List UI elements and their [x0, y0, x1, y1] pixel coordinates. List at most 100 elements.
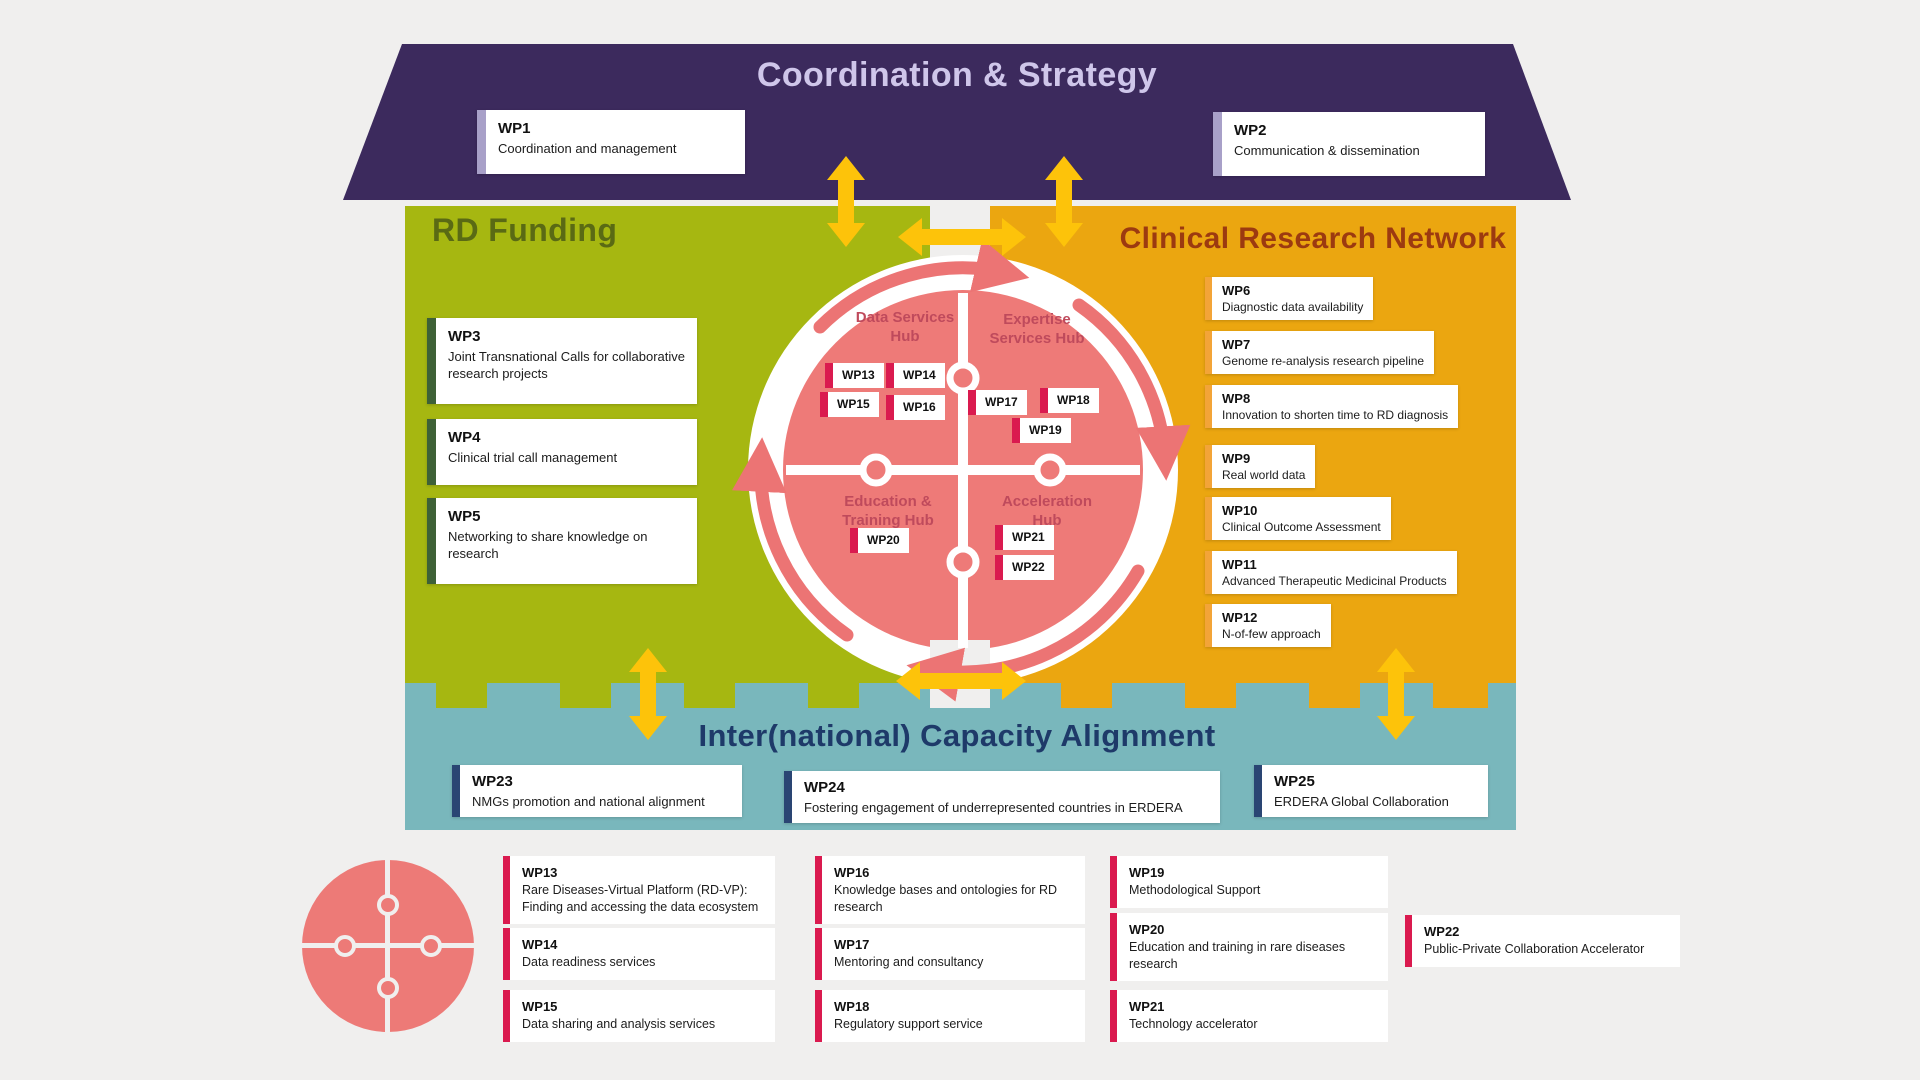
legend-wp14-id: WP14 — [522, 937, 558, 952]
wp1-desc: Coordination and management — [498, 141, 677, 156]
education-hub-line1: Education & — [844, 493, 932, 510]
wp12-id: WP12 — [1222, 610, 1258, 625]
wp6-id: WP6 — [1222, 283, 1251, 298]
legend-wp22-card: WP22 Public-Private Collaboration Accele… — [1405, 915, 1680, 967]
wp24-card: WP24 Fostering engagement of underrepres… — [784, 771, 1220, 823]
legend-wp15-card: WP15 Data sharing and analysis services — [503, 990, 775, 1042]
legend-wp13-card: WP13 Rare Diseases-Virtual Platform (RD-… — [503, 856, 775, 924]
puzzle-circle-icon — [302, 860, 474, 1032]
wp12-card: WP12 N-of-few approach — [1205, 604, 1331, 647]
green-tab — [560, 683, 611, 708]
wp13-chip: WP13 — [825, 363, 884, 388]
wp5-card: WP5 Networking to share knowledge on res… — [427, 498, 697, 584]
wp9-desc: Real world data — [1222, 468, 1306, 482]
wp21-chip: WP21 — [995, 525, 1054, 550]
orange-tab — [1061, 683, 1112, 708]
orange-tab — [1185, 683, 1236, 708]
wp3-id: WP3 — [448, 328, 481, 345]
green-tab — [436, 683, 487, 708]
wp8-desc: Innovation to shorten time to RD diagnos… — [1222, 408, 1449, 422]
wp18-chip: WP18 — [1040, 388, 1099, 413]
wp14-chip: WP14 — [886, 363, 945, 388]
wp20-chip: WP20 — [850, 528, 909, 553]
legend-wp15-desc: Data sharing and analysis services — [522, 1017, 716, 1031]
legend-wp20-desc: Education and training in rare diseases … — [1129, 940, 1346, 971]
wp22-chip: WP22 — [995, 555, 1054, 580]
legend-wp13-id: WP13 — [522, 865, 558, 880]
wp7-id: WP7 — [1222, 337, 1251, 352]
legend-wp19-id: WP19 — [1129, 865, 1165, 880]
acceleration-hub-line2: Hub — [1032, 512, 1062, 529]
rd-funding-title: RD Funding — [432, 212, 618, 248]
legend-wp21-card: WP21 Technology accelerator — [1110, 990, 1388, 1042]
wp1-card: WP1 Coordination and management — [477, 110, 745, 174]
acceleration-hub-label: Acceleration Hub — [962, 492, 1132, 530]
coordination-strategy-title: Coordination & Strategy — [756, 56, 1158, 94]
legend-wp14-desc: Data readiness services — [522, 955, 656, 969]
wp23-id: WP23 — [472, 773, 513, 790]
wp24-desc: Fostering engagement of underrepresented… — [804, 800, 1183, 815]
legend-wp18-desc: Regulatory support service — [834, 1017, 983, 1031]
green-tab — [684, 683, 735, 708]
wp6-card: WP6 Diagnostic data availability — [1205, 277, 1374, 320]
wp12-desc: N-of-few approach — [1222, 627, 1321, 641]
legend-wp14-card: WP14 Data readiness services — [503, 928, 775, 980]
education-training-hub-label: Education & Training Hub — [803, 492, 973, 530]
legend-wp21-desc: Technology accelerator — [1129, 1017, 1258, 1031]
legend-wp22-id: WP22 — [1424, 924, 1460, 939]
wp23-card: WP23 NMGs promotion and national alignme… — [452, 765, 742, 817]
green-tab — [808, 683, 859, 708]
wp9-id: WP9 — [1222, 451, 1251, 466]
wp10-id: WP10 — [1222, 503, 1258, 518]
wp11-desc: Advanced Therapeutic Medicinal Products — [1222, 574, 1447, 588]
wp24-id: WP24 — [804, 779, 845, 796]
wp1-id: WP1 — [498, 120, 531, 137]
wp4-id: WP4 — [448, 429, 481, 446]
legend-wp17-card: WP17 Mentoring and consultancy — [815, 928, 1085, 980]
wp2-desc: Communication & dissemination — [1234, 143, 1420, 158]
wp9-card: WP9 Real world data — [1205, 445, 1316, 488]
wp11-id: WP11 — [1222, 557, 1257, 572]
wp10-desc: Clinical Outcome Assessment — [1222, 520, 1381, 534]
circle-stem — [930, 640, 990, 708]
wp7-desc: Genome re-analysis research pipeline — [1222, 354, 1425, 368]
wp7-card: WP7 Genome re-analysis research pipeline — [1205, 331, 1435, 374]
clinical-research-title: Clinical Research Network — [1119, 222, 1507, 255]
wp19-chip: WP19 — [1012, 418, 1071, 443]
education-hub-line2: Training Hub — [842, 512, 934, 529]
wp5-id: WP5 — [448, 508, 481, 525]
wp5-desc: Networking to share knowledge on researc… — [448, 529, 648, 561]
wp6-desc: Diagnostic data availability — [1222, 300, 1364, 314]
wp3-card: WP3 Joint Transnational Calls for collab… — [427, 318, 697, 404]
wp25-desc: ERDERA Global Collaboration — [1274, 794, 1449, 809]
legend-wp15-id: WP15 — [522, 999, 558, 1014]
legend-wp16-id: WP16 — [834, 865, 870, 880]
wp2-card: WP2 Communication & dissemination — [1213, 112, 1485, 176]
legend-wp20-id: WP20 — [1129, 922, 1165, 937]
wp16-chip: WP16 — [886, 395, 945, 420]
acceleration-hub-line1: Acceleration — [1001, 493, 1093, 510]
legend-wp18-id: WP18 — [834, 999, 870, 1014]
wp23-desc: NMGs promotion and national alignment — [472, 794, 705, 809]
wp11-card: WP11 Advanced Therapeutic Medicinal Prod… — [1205, 551, 1457, 594]
legend-wp17-desc: Mentoring and consultancy — [834, 955, 984, 969]
legend-wp17-id: WP17 — [834, 937, 870, 952]
legend-wp21-id: WP21 — [1129, 999, 1165, 1014]
orange-tab — [1309, 683, 1360, 708]
legend-wp16-card: WP16 Knowledge bases and ontologies for … — [815, 856, 1085, 924]
legend-wp20-card: WP20 Education and training in rare dise… — [1110, 913, 1388, 981]
wp15-chip: WP15 — [820, 392, 879, 417]
expertise-hub-line1: Expertise — [1003, 311, 1071, 328]
wp4-desc: Clinical trial call management — [448, 450, 618, 465]
legend-wp16-desc: Knowledge bases and ontologies for RD re… — [834, 883, 1058, 914]
legend-wp19-card: WP19 Methodological Support — [1110, 856, 1388, 908]
capacity-alignment-title: Inter(national) Capacity Alignment — [698, 718, 1216, 753]
wp2-id: WP2 — [1234, 122, 1267, 139]
wp17-chip: WP17 — [968, 390, 1027, 415]
legend-wp18-card: WP18 Regulatory support service — [815, 990, 1085, 1042]
wp25-card: WP25 ERDERA Global Collaboration — [1254, 765, 1488, 817]
expertise-services-hub-label: Expertise Services Hub — [952, 310, 1122, 348]
legend-wp19-desc: Methodological Support — [1129, 883, 1261, 897]
legend-wp13-desc: Rare Diseases-Virtual Platform (RD-VP): … — [522, 883, 759, 914]
